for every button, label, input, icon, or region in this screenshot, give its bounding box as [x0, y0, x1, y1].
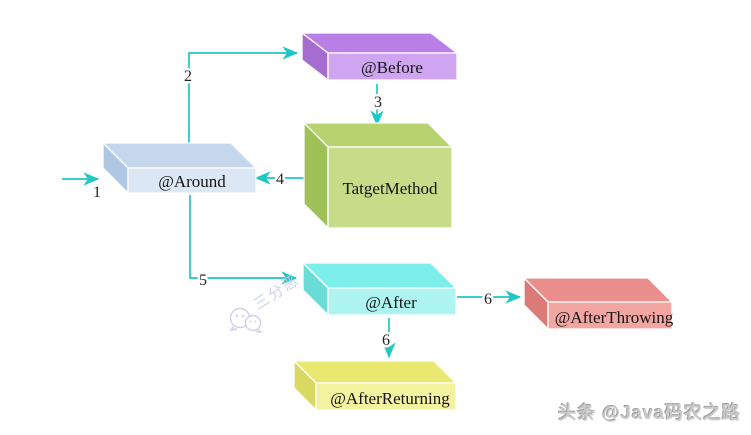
node-after-returning-label: @AfterReturning — [330, 389, 450, 408]
node-after-throwing-top-face — [523, 277, 673, 303]
node-target-method: TatgetMethod — [303, 122, 453, 229]
edge-1-label: 1 — [93, 184, 101, 201]
edge-6-returning-label: 6 — [382, 332, 390, 349]
node-target-method-label: TatgetMethod — [342, 179, 438, 198]
node-after: @After — [302, 262, 457, 316]
edge-2-label: 2 — [184, 68, 192, 85]
node-after-returning: @AfterReturning — [293, 360, 457, 411]
edge-3: 3 — [370, 84, 385, 127]
edge-6-throwing-label: 6 — [484, 291, 492, 308]
node-after-returning-top-face — [293, 360, 457, 384]
sanfen-e-watermark: 三分恶 — [229, 271, 303, 333]
node-after-label: @After — [365, 293, 417, 312]
edge-5-label: 5 — [199, 272, 207, 289]
node-before-front-face — [327, 52, 458, 81]
edge-2: 2 — [182, 46, 299, 148]
toutiao-watermark-text: 头条 @Java码农之路 — [558, 403, 741, 423]
node-around-top-face — [102, 142, 257, 169]
edge-4-label: 4 — [276, 171, 284, 188]
node-after-throwing-label: @AfterThrowing — [555, 308, 674, 327]
node-before-label: @Before — [361, 58, 423, 77]
edge-1: 1 — [62, 172, 104, 204]
node-target-method-front-face — [327, 146, 453, 229]
edge-5: 5 — [189, 195, 298, 292]
node-after-throwing-front-face — [547, 301, 673, 330]
edge-6-returning: 6 — [380, 318, 396, 359]
node-around-label: @Around — [158, 172, 226, 191]
edge-4: 4 — [254, 169, 304, 191]
wechat-bubbles-icon — [229, 307, 263, 333]
edge-2-line — [188, 46, 299, 148]
node-after-front-face — [327, 287, 457, 316]
edge-6-throwing: 6 — [457, 289, 522, 311]
node-after-returning-front-face — [315, 382, 457, 411]
node-before: @Before — [301, 32, 458, 81]
node-after-top-face — [302, 262, 457, 289]
edge-3-label: 3 — [374, 94, 382, 111]
node-target-method-top-face — [303, 122, 453, 148]
node-before-top-face — [301, 32, 458, 54]
node-around: @Around — [102, 142, 257, 194]
node-after-throwing: @AfterThrowing — [523, 277, 674, 330]
node-around-front-face — [127, 167, 257, 194]
edge-5-line — [189, 195, 298, 285]
